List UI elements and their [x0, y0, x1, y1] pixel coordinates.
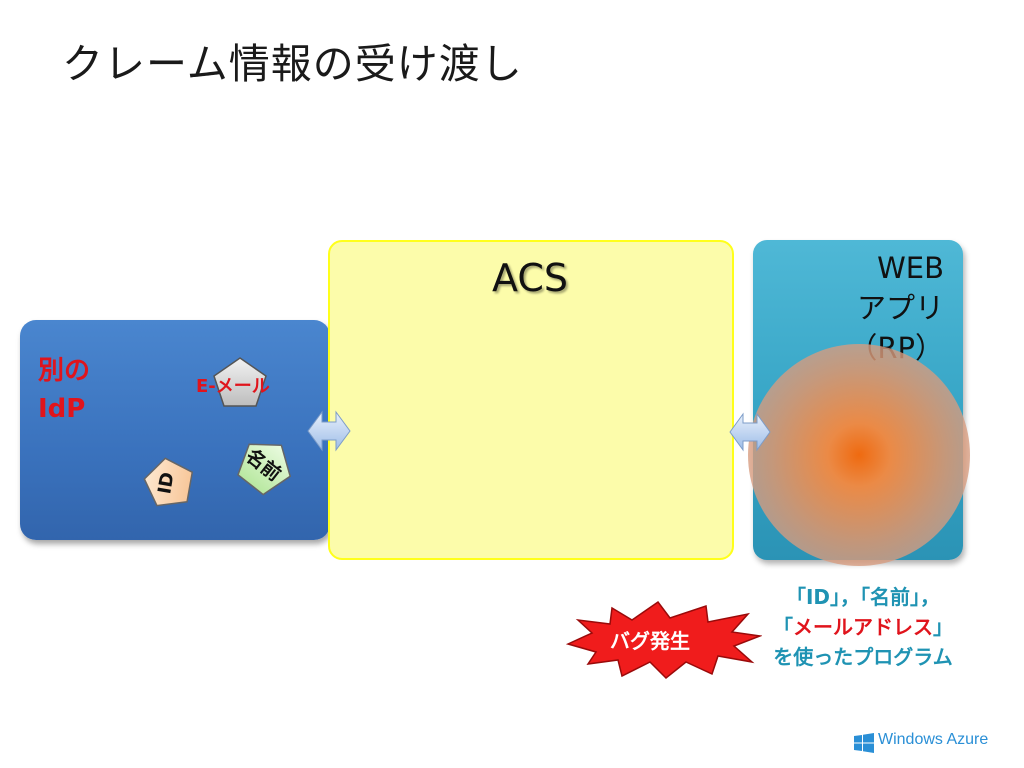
email-token-pentagon-icon: [213, 357, 267, 407]
caption-email-highlight: メールアドレス: [793, 615, 933, 639]
caption-bracket-open: 「: [773, 615, 793, 639]
caption-line3: を使ったプログラム: [773, 645, 953, 669]
name-token-pentagon-icon: [237, 443, 292, 496]
acs-label: ACS: [492, 256, 568, 300]
slide-title: クレーム情報の受け渡し: [62, 40, 523, 88]
caption-bracket-close: 」: [933, 615, 953, 639]
idp-label-line1: 別の: [38, 356, 91, 386]
name-token: 名前: [227, 426, 304, 503]
rp-label-line1: WEB: [877, 251, 944, 285]
bug-burst-label: バグ発生: [610, 629, 690, 653]
caption-line2: 「メールアドレス」: [740, 612, 986, 642]
double-arrow-left-icon: [307, 410, 351, 452]
windows-logo-icon: [854, 733, 874, 753]
id-token-pentagon-icon: [143, 457, 194, 507]
windows-azure-brand: Windows Azure: [878, 731, 989, 748]
bug-burst: バグ発生: [566, 600, 762, 680]
error-glow: [748, 344, 970, 566]
rp-caption: 「ID」，「名前」， 「メールアドレス」 を使ったプログラム: [740, 582, 986, 672]
rp-label-line2: アプリ: [856, 291, 944, 325]
email-token-label: E-メール: [196, 376, 270, 397]
caption-line1: 「ID」，「名前」，: [785, 585, 941, 609]
id-token-label: ID: [154, 470, 179, 496]
idp-label: 別の IdP: [38, 352, 90, 428]
id-token: ID: [138, 453, 196, 513]
acs-box: [328, 240, 734, 560]
idp-label-line2: IdP: [38, 394, 86, 424]
explosion-icon: [566, 600, 762, 680]
double-arrow-right-icon: [729, 412, 771, 452]
